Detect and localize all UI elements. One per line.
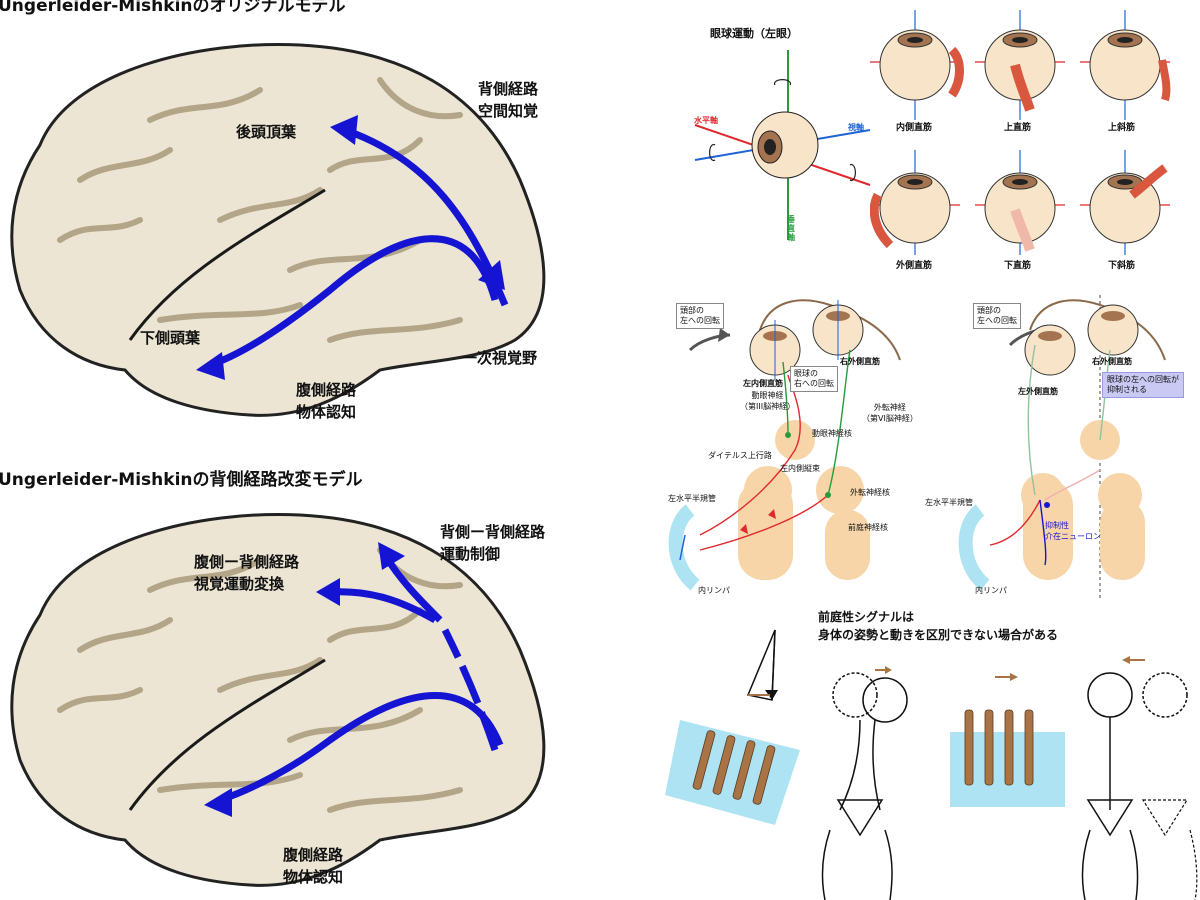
label-dorsal-2: 空間知覚 [478, 102, 539, 120]
vor-right-head-rotation: 頭部の左への回転 [973, 303, 1021, 329]
label-vd-2: 視覚運動変換 [194, 575, 285, 593]
label-muscle-1: 内側直筋 [896, 123, 933, 133]
ventral-pathway-arrow [208, 235, 499, 369]
label-deiters: ダイテルス上行路 [708, 451, 772, 460]
label-oculomotor-nerve: 動眼神経（第III脳神経） [740, 391, 796, 411]
vor-right-inhibited: 眼球の左への回転が抑制される [1102, 372, 1184, 398]
eye-axes-figure [694, 50, 871, 240]
label-dd-2: 運動制御 [440, 545, 501, 563]
vor-right-figure [958, 295, 1166, 600]
brain-top-title: Ungerleider-Mishkinのオリジナルモデル [0, 0, 346, 16]
brain-bottom-figure [10, 512, 546, 887]
label-vestibular-nucleus: 前庭神経核 [848, 523, 888, 532]
label-vd-1: 腹側ー背側経路 [194, 553, 300, 571]
eye-medial-rectus [870, 10, 964, 120]
eye-inferior-oblique [1080, 150, 1170, 255]
dorsal-stem-dashed [441, 628, 499, 752]
label-dorsal-1: 背側経路 [478, 80, 539, 98]
label-ventral-2: 物体認知 [296, 403, 357, 421]
label-vor2-right-lateral: 右外側直筋 [1092, 357, 1132, 366]
label-abducens-nerve: 外転神経（第VI脳神経） [862, 403, 918, 423]
label-muscle-3: 上斜筋 [1108, 123, 1136, 133]
ventral-dorsal-arrow [329, 588, 437, 624]
label-dd-1: 背側ー背側経路 [440, 523, 546, 541]
label-abducens-nucleus: 外転神経核 [850, 488, 890, 497]
label-parietal: 後頭頂葉 [236, 123, 297, 141]
label-horizontal-axis: 水平軸 [694, 116, 718, 125]
label-mlf: 左内側縦束 [780, 464, 820, 473]
label-canal-left: 左水平半規管 [668, 494, 716, 503]
brain-top-figure [10, 42, 546, 417]
v1-arrowhead [478, 260, 505, 290]
vd-arrowhead [316, 578, 340, 606]
vor-left-eye-rotation: 眼球の右への回転 [790, 366, 838, 392]
vestibular-caption: 前庭性シグナルは 身体の姿勢と動きを区別できない場合がある [818, 610, 1059, 642]
vestibular-figure [665, 629, 1198, 900]
label-muscle-4: 外側直筋 [896, 261, 933, 271]
ventral-arrow-bottom [218, 692, 504, 804]
eye-superior-oblique [1080, 10, 1171, 120]
label-canal-right: 左水平半規管 [925, 498, 973, 507]
label-visual-axis: 視軸 [848, 123, 864, 132]
eye-inferior-rectus [975, 150, 1065, 255]
label-interneuron: 抑制性介在ニューロン [1045, 521, 1101, 541]
label-ventral-1: 腹側経路 [296, 381, 357, 399]
label-vor-right-lateral: 右外側直筋 [840, 357, 880, 366]
ventral-arrowhead-bottom [204, 788, 232, 817]
brain-bottom-title: Ungerleider-Mishkinの背側経路改変モデル [0, 470, 363, 490]
brain-bottom-sulci [57, 547, 463, 813]
extraocular-muscles-figure [870, 10, 1171, 255]
label-vor-left-medial: 左内側直筋 [743, 379, 783, 388]
sylvian-fissure [128, 188, 326, 341]
label-muscle-5: 下直筋 [1004, 261, 1032, 271]
label-vertical-axis: 垂直軸 [787, 215, 795, 242]
sylvian-fissure-bottom [128, 658, 326, 811]
label-oculomotor-nucleus: 動眼神経核 [812, 429, 852, 438]
label-endolymph-left: 内リンパ [698, 586, 730, 595]
label-vor2-left-lateral: 左外側直筋 [1018, 387, 1058, 396]
label-ventral-b2: 物体認知 [283, 868, 344, 886]
vor-left-figure [668, 299, 901, 591]
label-muscle-2: 上直筋 [1004, 123, 1032, 133]
ventral-arrowhead [196, 352, 225, 380]
label-endolymph-right: 内リンパ [975, 586, 1007, 595]
label-ventral-b1: 腹側経路 [283, 846, 344, 864]
label-v1: 一次視覚野 [462, 349, 538, 367]
label-muscle-6: 下斜筋 [1108, 261, 1136, 271]
brain-top-sulci [57, 77, 463, 343]
vor-left-head-rotation: 頭部の左への回転 [676, 303, 724, 329]
eye-superior-rectus [975, 10, 1065, 120]
eye-lateral-rectus [870, 150, 960, 255]
dorsal-arrowhead [330, 115, 358, 145]
label-temporal: 下側頭葉 [140, 329, 201, 347]
eye-movement-title: 眼球運動（左眼） [710, 27, 798, 40]
dd-arrowhead [378, 542, 405, 570]
